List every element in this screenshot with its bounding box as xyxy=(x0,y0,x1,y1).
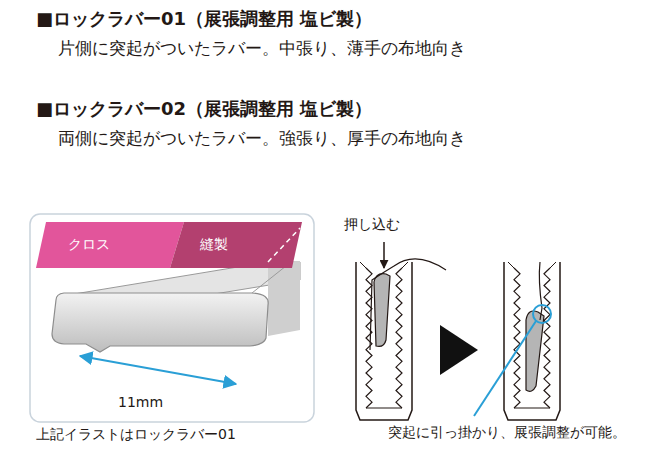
callout-text: 突起に引っ掛かり、展張調整が可能。 xyxy=(388,424,626,441)
product-heading: ■ロックラバー02（展張調整用 塩ビ製） xyxy=(36,98,372,120)
channel-section xyxy=(504,262,560,420)
panel-frame xyxy=(30,214,314,422)
highlight-circle xyxy=(533,305,551,323)
product-description: 両側に突起がついたラバー。強張り、厚手の布地向き xyxy=(58,128,466,148)
stitch-line xyxy=(268,228,300,262)
note: 上記イラストはロックラバー01 xyxy=(36,426,236,443)
leader-line xyxy=(474,321,536,416)
push-arrow xyxy=(383,242,385,268)
region-label: クロス xyxy=(68,236,110,254)
action-label: 押し込む xyxy=(344,216,400,233)
product-description: 片側に突起がついたラバー。中張り、薄手の布地向き xyxy=(58,38,466,58)
channel-section xyxy=(356,259,446,420)
sewn-region: 縫製 xyxy=(170,222,302,268)
cloth-region: クロス xyxy=(36,222,184,268)
product-heading: ■ロックラバー01（展張調整用 塩ビ製） xyxy=(36,8,372,30)
dimension-label: 11mm xyxy=(118,394,163,411)
region-shape xyxy=(36,222,184,268)
step-triangle xyxy=(440,325,478,375)
rubber-strip xyxy=(52,262,300,352)
region-shape xyxy=(170,222,302,268)
region-label: 縫製 xyxy=(200,236,228,254)
dimension-arrow xyxy=(80,356,236,384)
